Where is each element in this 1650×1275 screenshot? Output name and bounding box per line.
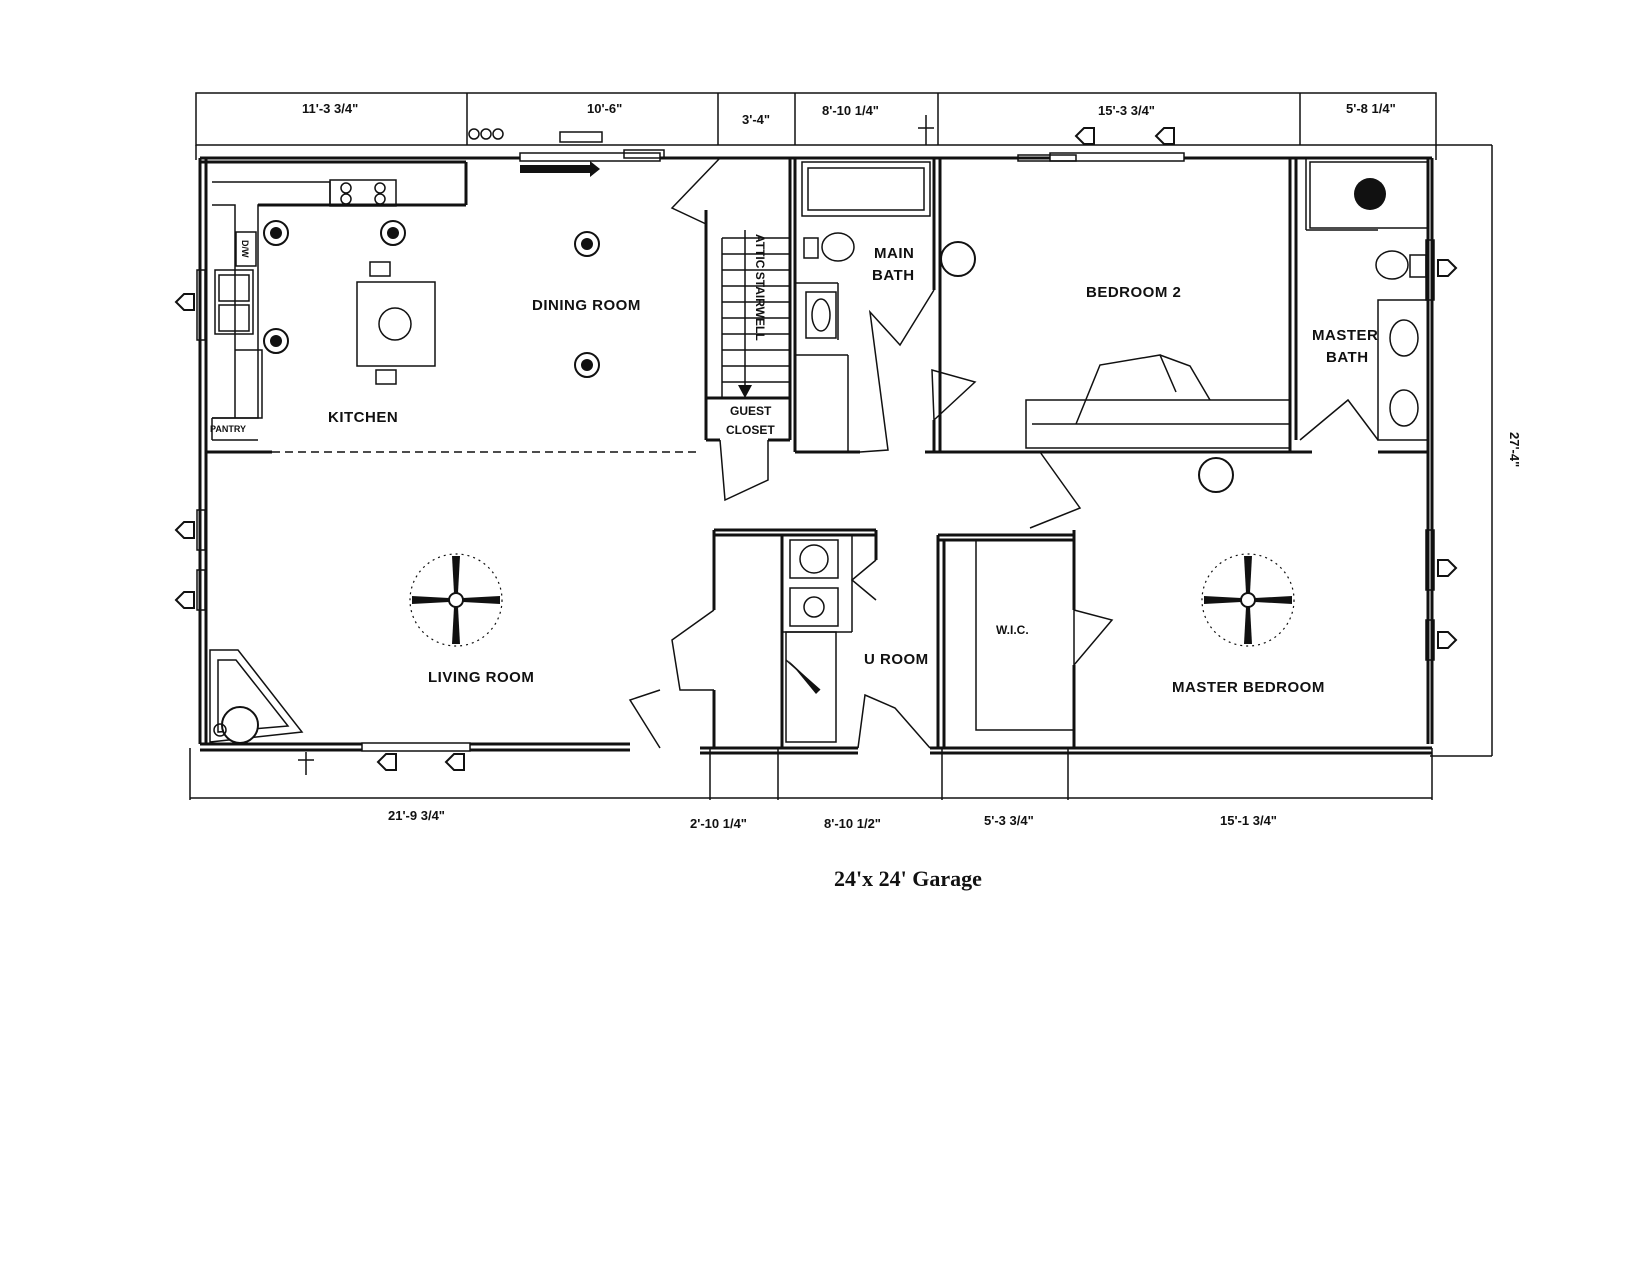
top-dimension-bar	[195, 92, 1437, 160]
ceiling-fans	[409, 553, 1295, 647]
dim-bottom-2: 2'-10 1/4"	[690, 816, 747, 831]
dim-right: 27'-4"	[1507, 432, 1522, 467]
dim-bottom-4: 5'-3 3/4"	[984, 813, 1034, 828]
label-master-bath-2: BATH	[1326, 349, 1369, 366]
label-living-room: LIVING ROOM	[428, 669, 534, 686]
dim-top-3: 3'-4"	[742, 112, 770, 127]
plan-caption: 24'x 24' Garage	[834, 866, 982, 891]
label-dining-room: DINING ROOM	[532, 297, 641, 314]
label-dw: D/W	[240, 240, 250, 258]
label-master-bedroom: MASTER BEDROOM	[1172, 679, 1325, 696]
right-dimension-bar	[1430, 144, 1493, 757]
exterior-walls	[198, 156, 1434, 755]
label-attic-stairwell: ATTIC STAIRWELL	[753, 234, 767, 341]
kitchen-fixtures	[211, 179, 436, 441]
bottom-dimension-bar	[189, 748, 1433, 800]
dim-top-1: 11'-3 3/4"	[302, 101, 358, 116]
dim-top-2: 10'-6"	[587, 101, 622, 116]
label-u-room: U ROOM	[864, 651, 929, 668]
doors	[628, 157, 1379, 749]
dim-top-6: 5'-8 1/4"	[1346, 101, 1396, 116]
exterior-symbols	[174, 115, 1458, 775]
label-wic: W.I.C.	[996, 623, 1029, 637]
attic-stairs	[721, 230, 790, 398]
dim-bottom-3: 8'-10 1/2"	[824, 816, 881, 831]
dim-bottom-5: 15'-1 3/4"	[1220, 813, 1277, 828]
dim-bottom-1: 21'-9 3/4"	[388, 808, 445, 823]
label-main-bath-1: MAIN	[874, 245, 914, 262]
label-master-bath-1: MASTER	[1312, 327, 1378, 344]
light-fixtures	[263, 220, 1234, 493]
label-main-bath-2: BATH	[872, 267, 915, 284]
label-kitchen: KITCHEN	[328, 409, 398, 426]
label-pantry: PANTRY	[210, 424, 246, 434]
label-guest-closet-1: GUEST	[730, 404, 772, 418]
label-bedroom-2: BEDROOM 2	[1086, 284, 1181, 301]
bath-fixtures	[801, 161, 1429, 441]
windows	[196, 152, 1435, 752]
fireplace	[209, 649, 304, 744]
dim-top-5: 15'-3 3/4"	[1098, 103, 1155, 118]
laundry-fixtures	[785, 539, 839, 743]
interior-walls	[206, 158, 1428, 748]
label-guest-closet-2: CLOSET	[726, 423, 775, 437]
dim-top-4: 8'-10 1/4"	[822, 103, 879, 118]
